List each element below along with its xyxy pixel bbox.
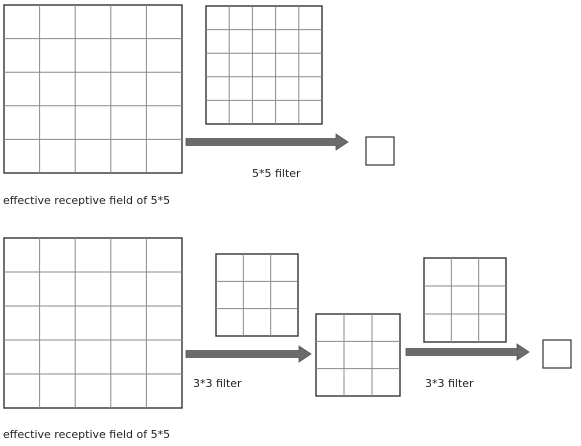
arrow-bottom-first	[185, 345, 312, 363]
arrow-top	[185, 133, 349, 151]
arrow-bottom-second	[405, 343, 530, 361]
arrow-shape	[185, 345, 312, 363]
intermediate-grid-3x3	[315, 313, 401, 397]
bottom-filter-label-first: 3*3 filter	[193, 377, 242, 390]
grid-border	[3, 237, 183, 409]
input-grid-5x5-top	[3, 4, 183, 174]
bottom-filter-label-second: 3*3 filter	[425, 377, 474, 390]
top-section: 5*5 filter effective receptive field of …	[3, 4, 395, 207]
filter-grid-3x3-first	[215, 253, 299, 337]
input-grid-5x5-bottom	[3, 237, 183, 409]
top-caption: effective receptive field of 5*5	[3, 194, 170, 207]
grid-border	[205, 5, 323, 125]
grid-border	[215, 253, 299, 337]
output-cell-bottom	[542, 339, 572, 369]
bottom-caption: effective receptive field of 5*5	[3, 428, 170, 441]
bottom-section: 3*3 filter 3*3 filter effective receptiv…	[3, 237, 572, 441]
top-filter-label: 5*5 filter	[252, 167, 301, 180]
arrow-shape	[405, 343, 530, 361]
filter-grid-3x3-second	[423, 257, 507, 343]
filter-grid-5x5-top	[205, 5, 323, 125]
grid-border	[423, 257, 507, 343]
arrow-shape	[185, 133, 349, 151]
output-cell-top	[365, 136, 395, 166]
grid-border	[315, 313, 401, 397]
grid-border	[3, 4, 183, 174]
